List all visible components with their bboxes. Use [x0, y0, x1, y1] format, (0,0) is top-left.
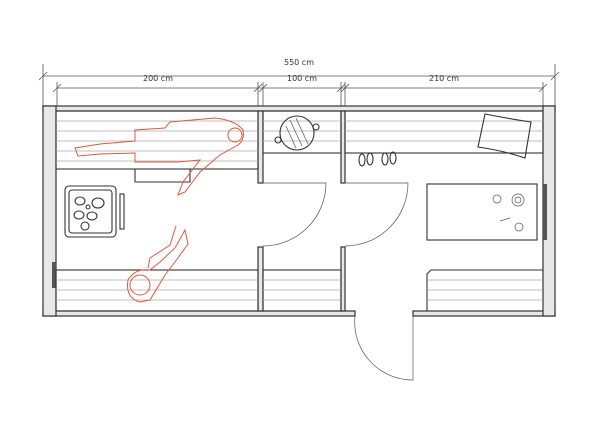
bucket-icon — [274, 115, 320, 151]
middle-room-width-label: 100 cm — [287, 74, 317, 83]
slippers-icon — [358, 151, 397, 167]
pillow-icon — [477, 113, 532, 159]
reclining-person-figure — [74, 117, 244, 196]
total-length-label: 550 cm — [284, 58, 314, 67]
walls — [42, 105, 556, 317]
right-room-width-label: 210 cm — [429, 74, 459, 83]
sitting-person-figure — [127, 225, 189, 303]
stove — [64, 185, 125, 238]
doors — [262, 182, 414, 381]
table — [426, 183, 538, 241]
dimension-lines: 550 cm 200 cm 100 cm 210 cm — [38, 58, 560, 108]
benches — [55, 110, 544, 312]
left-room-width-label: 200 cm — [143, 74, 173, 83]
